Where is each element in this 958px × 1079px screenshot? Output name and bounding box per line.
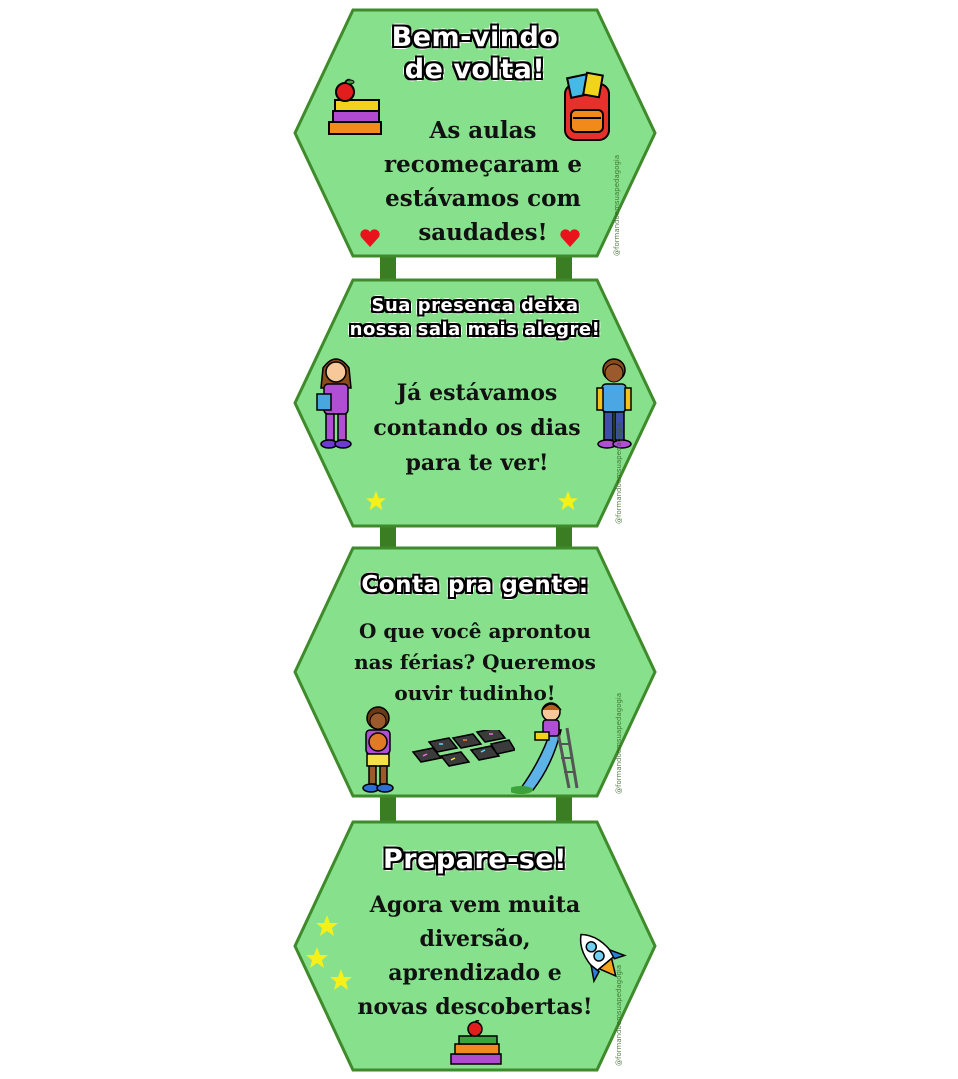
card-title: Sua presenca deixa nossa sala mais alegr… — [293, 294, 657, 342]
body-line: recomeçaram e — [384, 151, 582, 178]
body-line: novas descobertas! — [357, 994, 593, 1020]
rocket-icon — [579, 933, 627, 984]
card-tell-us: Conta pra gente: O que você aprontou nas… — [293, 546, 657, 798]
card-body: Já estávamos contando os dias para te ve… — [345, 376, 609, 481]
star-icon — [306, 947, 328, 968]
books-apple-icon — [328, 78, 382, 135]
card-title-line: Sua presenca deixa — [371, 295, 579, 316]
card-title-line: nossa sala mais alegre! — [349, 319, 601, 340]
boy-basketball-icon — [362, 706, 394, 793]
card-title: Prepare-se! — [293, 844, 657, 876]
card-body: Agora vem muita diversão, aprendizado e … — [323, 888, 627, 1024]
card-title-line: Prepare-se! — [383, 844, 567, 875]
heart-icon — [360, 229, 380, 247]
connector-left-1 — [380, 256, 396, 281]
hopscotch-icon — [411, 730, 515, 767]
hexagon-shape — [293, 8, 657, 258]
card-title: Conta pra gente: — [293, 570, 657, 600]
body-line: ouvir tudinho! — [394, 681, 556, 705]
star-icon — [330, 969, 352, 990]
heart-icon — [560, 229, 580, 247]
body-line: aprendizado e — [388, 960, 562, 986]
body-line: saudades! — [418, 219, 548, 246]
connector-left-3 — [380, 796, 396, 821]
hexagon-shape — [293, 820, 657, 1072]
card-title-line: Bem-vindo — [391, 22, 559, 53]
body-line: estávamos com — [385, 185, 581, 212]
card-presence: Sua presenca deixa nossa sala mais alegr… — [293, 278, 657, 528]
body-line: As aulas — [429, 117, 537, 144]
books-apple-icon — [450, 1020, 502, 1065]
card-body: O que você aprontou nas férias? Queremos… — [323, 616, 627, 709]
card-title-line: de volta! — [404, 54, 546, 85]
body-line: Agora vem muita — [369, 892, 581, 918]
star-icon — [365, 490, 387, 511]
star-icon — [316, 915, 338, 936]
watermark: @formandoemsuapedagogia — [615, 422, 623, 524]
boy-student-icon — [596, 358, 632, 449]
body-line: diversão, — [419, 926, 531, 952]
girl-slide-icon — [511, 702, 579, 794]
body-line: para te ver! — [405, 450, 549, 476]
watermark: @formandoemsuapedagogia — [613, 154, 621, 256]
watermark: @formandoemsuapedagogia — [615, 692, 623, 794]
body-line: nas férias? Queremos — [354, 650, 596, 674]
card-get-ready: Prepare-se! Agora vem muita diversão, ap… — [293, 820, 657, 1072]
star-icon — [557, 490, 579, 511]
hexagon-shape — [293, 278, 657, 528]
connector-right-2 — [556, 526, 572, 548]
backpack-icon — [564, 71, 610, 141]
girl-student-icon — [316, 358, 352, 449]
body-line: O que você aprontou — [359, 619, 591, 643]
card-title: Bem-vindo de volta! — [293, 22, 657, 86]
connector-right-3 — [556, 796, 572, 821]
body-line: contando os dias — [373, 415, 581, 441]
watermark: @formandoemsuapedagogia — [615, 964, 623, 1066]
connector-left-2 — [380, 526, 396, 548]
card-body: As aulas recomeçaram e estávamos com sau… — [353, 114, 613, 250]
card-title-line: Conta pra gente: — [361, 572, 589, 598]
card-welcome-back: Bem-vindo de volta! As aulas recomeçaram… — [293, 8, 657, 258]
body-line: Já estávamos — [396, 380, 558, 406]
connector-right-1 — [556, 256, 572, 281]
